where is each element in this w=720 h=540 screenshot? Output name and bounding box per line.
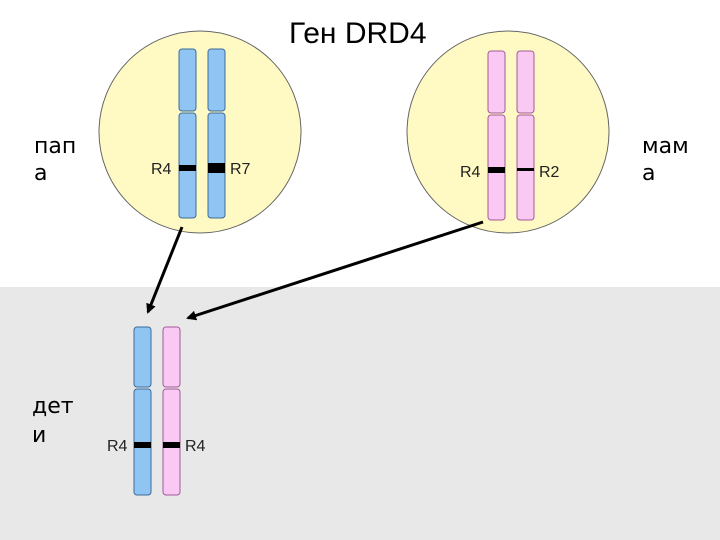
mother-chromosome-left <box>487 50 506 221</box>
mother-allele-left-label: R4 <box>460 164 481 181</box>
mother-allele-right-label: R2 <box>539 164 560 181</box>
father-chromosome-right <box>207 48 226 219</box>
father-allele-left-label: R4 <box>151 161 172 178</box>
mother-allele-marker-left <box>488 167 505 173</box>
page-title: Ген DRD4 <box>289 17 427 50</box>
father-chromosome-left <box>178 48 197 219</box>
child-chromosome-maternal <box>162 326 181 496</box>
father-allele-marker-left <box>179 165 196 171</box>
child-allele-right-label: R4 <box>185 438 206 455</box>
child-allele-left-label: R4 <box>107 438 128 455</box>
mother-chromosome-right <box>516 50 535 221</box>
father-to-child-arrow <box>146 226 184 314</box>
children-label-line1: дет <box>32 394 74 419</box>
child-chromosome-paternal <box>133 326 152 496</box>
father-allele-right-label: R7 <box>230 161 251 178</box>
child-allele-marker-left <box>134 442 151 448</box>
mother-cell-circle <box>406 30 610 234</box>
mother-label-line1: мам <box>642 134 689 159</box>
mother-cell: R4 R2 <box>406 30 610 234</box>
children-panel <box>0 287 720 540</box>
child-allele-marker-right <box>163 442 180 448</box>
children-label-line2: и <box>32 423 46 448</box>
father-cell-circle <box>98 30 302 234</box>
father-label-line1: пап <box>34 134 76 159</box>
mother-label-line2: а <box>642 161 655 186</box>
father-label-line2: а <box>34 161 47 186</box>
father-allele-marker-right <box>208 163 225 173</box>
mother-to-child-arrow <box>186 220 484 321</box>
mother-allele-marker-right <box>517 168 534 171</box>
father-cell: R4 R7 <box>98 30 302 234</box>
